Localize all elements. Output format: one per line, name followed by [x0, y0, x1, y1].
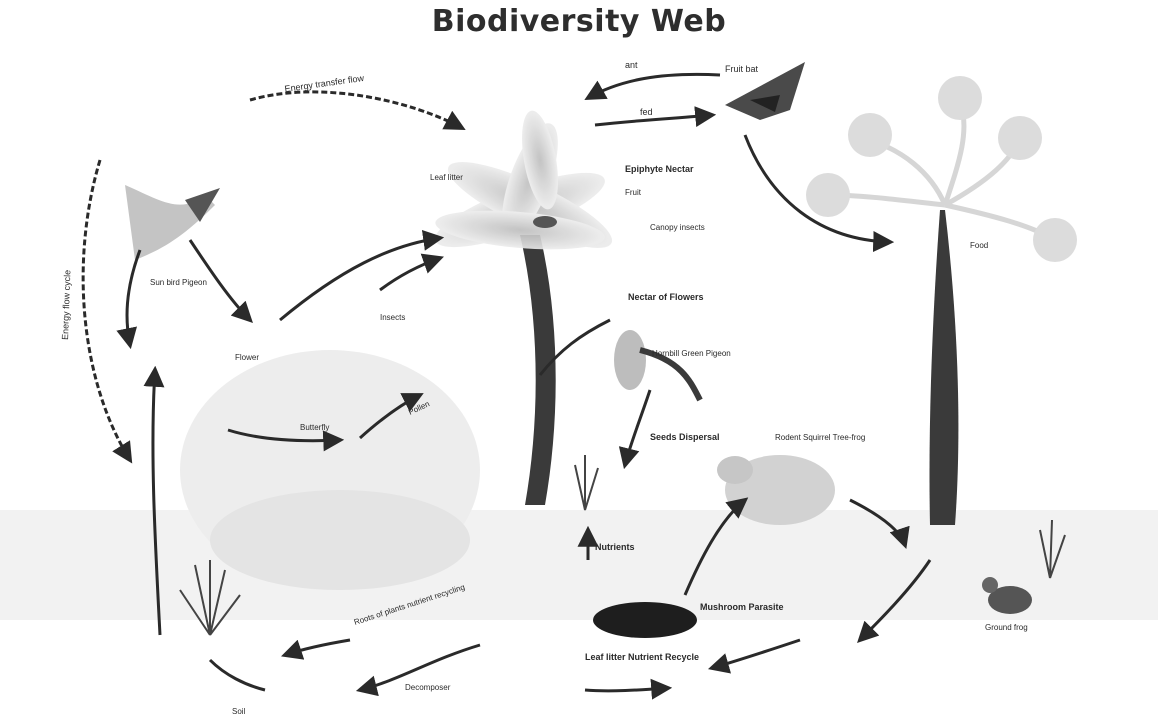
label-ground-plant: Nutrients [595, 542, 635, 552]
label-bat-arrow: fed [640, 107, 653, 117]
label-butterfly: Butterfly [300, 423, 329, 432]
label-palm-lower: Canopy insects [650, 223, 705, 232]
nutrient-pond [593, 602, 697, 638]
label-palm-left: Leaf litter [430, 173, 463, 182]
label-seeds: Seeds Dispersal [650, 432, 720, 442]
bird-left-icon [125, 185, 220, 260]
label-bird-left: Sun bird Pigeon [150, 278, 207, 287]
label-bottom-left: Soil [232, 707, 246, 716]
label-pond-right: Mushroom Parasite [700, 602, 784, 612]
label-tree: Food [970, 241, 988, 250]
label-bottom-bird: Ground frog [985, 623, 1028, 632]
label-pond-bottom: Leaf litter Nutrient Recycle [585, 652, 699, 662]
label-bird-top: Fruit bat [725, 64, 759, 74]
parrot-icon [614, 330, 700, 400]
tall-tree-right [806, 76, 1077, 525]
label-rodent: Rodent Squirrel Tree-frog [775, 433, 865, 442]
label-right-mid: Nectar of Flowers [628, 292, 704, 302]
label-side-arrow: Energy flow cycle [60, 270, 72, 340]
label-palm-crown: Epiphyte Nectar [625, 164, 694, 174]
label-flower: Flower [235, 353, 259, 362]
label-parrot: Hornbill Green Pigeon [652, 349, 731, 358]
label-insect: Insects [380, 313, 405, 322]
label-ground-left: Decomposer [405, 683, 451, 692]
label-palm-small: Fruit [625, 188, 642, 197]
label-ant-top: ant [625, 60, 638, 70]
